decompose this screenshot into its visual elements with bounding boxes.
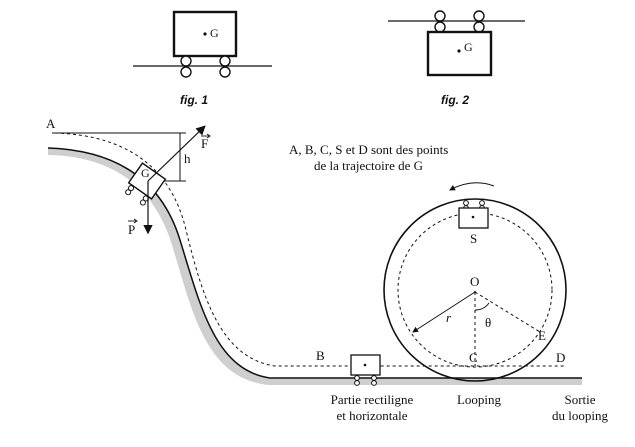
- fig1-point-g: G: [210, 26, 219, 40]
- radius-arrow: [412, 291, 476, 333]
- top-cart-dot: [471, 215, 475, 219]
- force-f-arrow: [147, 125, 206, 182]
- radius-label: r: [446, 310, 452, 325]
- fig2-point-g: G: [464, 40, 473, 54]
- straight-label-2: et horizontale: [336, 408, 407, 423]
- theta-arc: [474, 302, 490, 311]
- exit-label-2: du looping: [552, 408, 608, 423]
- top-cart-wheel: [463, 200, 469, 206]
- point-b-label: B: [316, 348, 325, 363]
- straight-section: B: [316, 348, 381, 386]
- section-labels: Partie rectiligne et horizontale Looping…: [331, 392, 609, 423]
- main-track: [47, 132, 582, 385]
- fig1-center-dot: [203, 32, 207, 36]
- straight-cart-wheel: [371, 380, 377, 386]
- vector-arrow-f: [206, 133, 211, 139]
- rotation-arrow: [449, 182, 495, 191]
- fig2-wheel: [473, 10, 485, 22]
- slope-point-g: G: [141, 166, 150, 180]
- straight-cart-wheel: [354, 375, 360, 381]
- force-p-label: P: [128, 222, 135, 237]
- track-line: [47, 147, 582, 379]
- straight-label-1: Partie rectiligne: [331, 392, 414, 407]
- fig1-caption: fig. 1: [180, 93, 208, 107]
- fig2-center-dot: [457, 49, 461, 53]
- fig2-cart: [426, 30, 493, 77]
- fig2-caption: fig. 2: [441, 93, 469, 107]
- fig2-wheel: [434, 21, 446, 33]
- point-a-label: A: [46, 116, 56, 131]
- fig2-wheel: [473, 21, 485, 33]
- top-cart-wheel: [479, 200, 485, 206]
- figure-1: G fig. 1: [133, 10, 272, 107]
- slope-cart-wheel: [139, 199, 146, 206]
- point-c-label: C: [469, 350, 478, 365]
- height-label: h: [184, 151, 191, 166]
- fig1-wheel: [219, 66, 231, 78]
- fig1-wheel: [219, 55, 231, 67]
- point-d-label: D: [556, 350, 565, 365]
- straight-cart-wheel: [371, 375, 377, 381]
- slope-cart-wheel: [125, 189, 132, 196]
- straight-cart-dot: [363, 363, 367, 367]
- figure-2: G fig. 2: [388, 10, 525, 107]
- looping-rail: [383, 198, 567, 382]
- fig1-wheel: [180, 55, 192, 67]
- note-line-2: de la trajectoire de G: [314, 158, 423, 173]
- theta-label: θ: [485, 315, 491, 330]
- trajectory-note: A, B, C, S et D sont des points de la tr…: [289, 142, 448, 173]
- note-line-1: A, B, C, S et D sont des points: [289, 142, 448, 157]
- point-s-label: S: [470, 231, 477, 246]
- looping-label: Looping: [457, 392, 502, 407]
- slope-cart: G F P: [125, 125, 211, 237]
- straight-cart-wheel: [354, 380, 360, 386]
- exit-label-1: Sortie: [564, 392, 595, 407]
- slope-cart-body: [127, 162, 167, 200]
- track-shading: [48, 148, 582, 385]
- force-f-label: F: [201, 136, 208, 151]
- fig2-wheel: [434, 10, 446, 22]
- angle-dashed: [474, 291, 541, 333]
- looping: S O r θ E C: [383, 182, 567, 382]
- height-annotation: A h: [46, 116, 191, 182]
- trajectory-dashed: [54, 132, 566, 367]
- point-o-label: O: [470, 274, 479, 289]
- fig1-wheel: [180, 66, 192, 78]
- vector-arrow-p: [133, 218, 138, 224]
- point-e-label: E: [538, 328, 546, 343]
